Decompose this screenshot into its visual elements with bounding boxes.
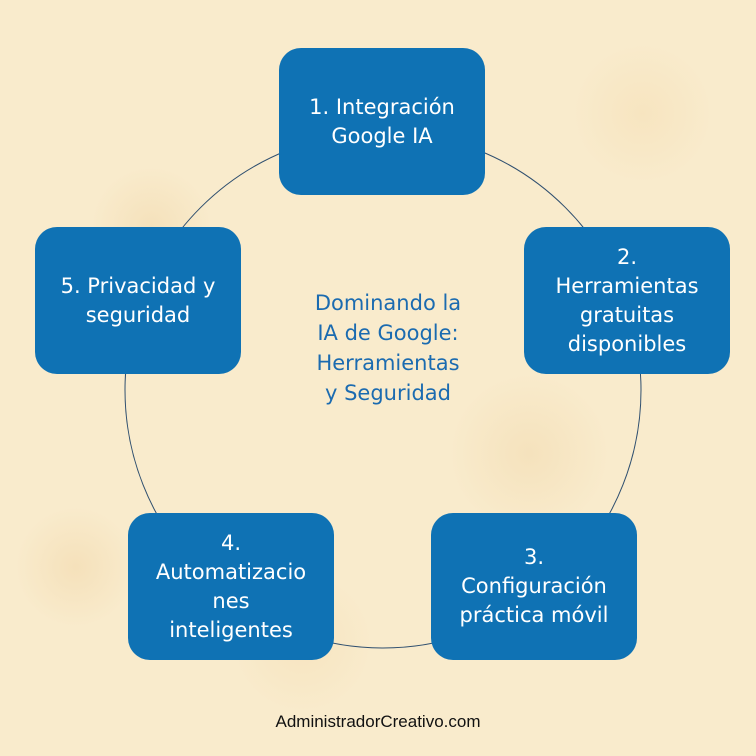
node-3-configuracion: 3. Configuración práctica móvil bbox=[431, 513, 637, 660]
node-2-herramientas: 2. Herramientas gratuitas disponibles bbox=[524, 227, 730, 374]
node-label: práctica móvil bbox=[459, 603, 609, 627]
node-label: 2. bbox=[616, 244, 638, 269]
node-4-automatizaciones: 4. Automatizacio nes inteligentes bbox=[128, 513, 334, 660]
node-label: Automatizacio bbox=[155, 559, 307, 584]
node-5-privacidad: 5. Privacidad y seguridad bbox=[35, 227, 241, 374]
node-label: Configuración bbox=[461, 574, 607, 598]
node-label: inteligentes bbox=[169, 617, 293, 642]
node-1-integracion: 1. Integración Google IA bbox=[279, 48, 485, 195]
node-label: gratuitas bbox=[579, 302, 675, 327]
node-label: Google IA bbox=[331, 123, 433, 148]
node-label: 3. bbox=[523, 545, 545, 569]
node-label: 5. Privacidad y bbox=[60, 273, 216, 298]
footer-credit: AdministradorCreativo.com bbox=[275, 712, 481, 731]
node-label: nes bbox=[212, 588, 250, 613]
node-label: 1. Integración bbox=[309, 94, 455, 119]
node-label: seguridad bbox=[85, 302, 191, 327]
center-title-line: y Seguridad bbox=[325, 381, 451, 405]
center-title-line: Herramientas bbox=[316, 351, 460, 375]
center-title-line: IA de Google: bbox=[317, 321, 459, 345]
node-label: 4. bbox=[220, 530, 242, 555]
center-title-line: Dominando la bbox=[314, 291, 462, 315]
node-label: disponibles bbox=[567, 331, 687, 356]
node-label: Herramientas bbox=[555, 273, 699, 298]
center-title: Dominando la IA de Google: Herramientas … bbox=[283, 288, 493, 408]
